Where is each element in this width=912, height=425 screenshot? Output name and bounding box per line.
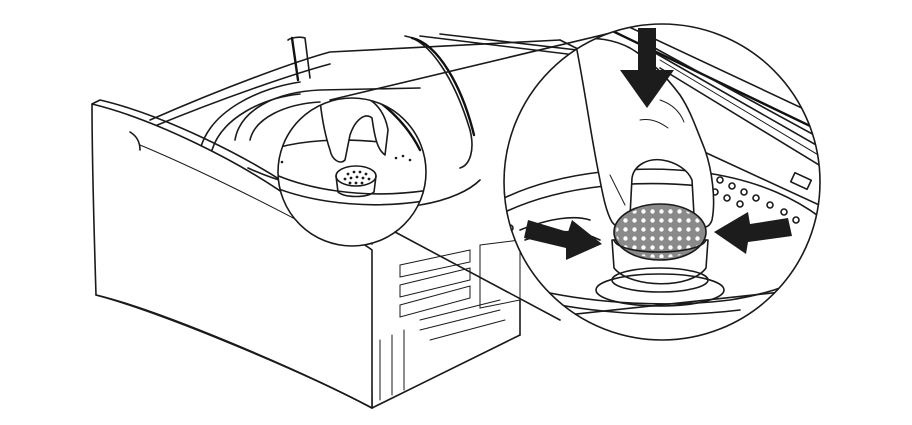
arrow-left-icon (714, 212, 792, 254)
small-filter-holes (343, 170, 371, 185)
zoom-connector-lines (329, 25, 641, 321)
arrow-down-icon (620, 28, 674, 108)
arrow-right-icon (524, 220, 602, 260)
cabinet-side-vents (379, 239, 521, 401)
detail-zoom-circle (503, 23, 821, 341)
hand-illustration (574, 37, 715, 228)
drain-pump-filter (595, 203, 725, 307)
